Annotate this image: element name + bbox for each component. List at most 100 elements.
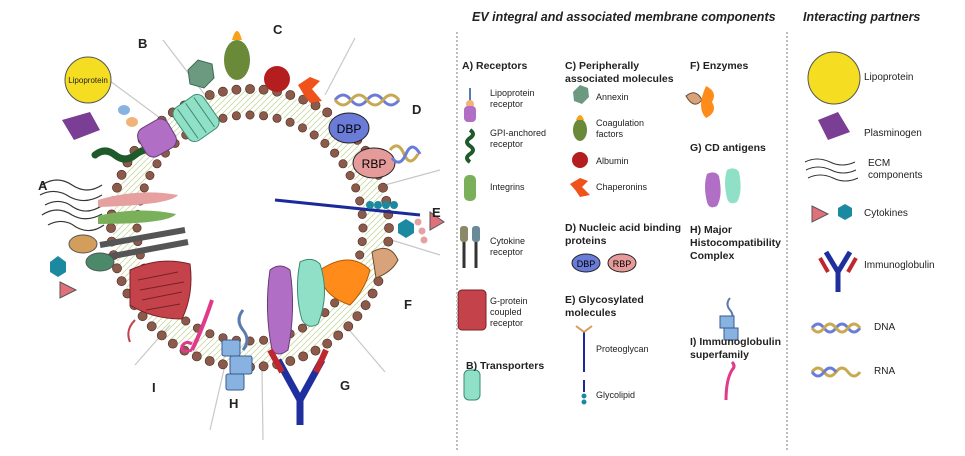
lipid-head [367, 288, 378, 299]
albumin-shape [264, 66, 290, 92]
lipid-head [378, 182, 388, 193]
enzymes-heading: F) Enzymes [690, 60, 749, 72]
lipid-head [384, 223, 394, 233]
coagulation-factor-shape [224, 40, 250, 80]
cd-antigens-heading: G) CD antigens [690, 142, 766, 154]
partner-icons [804, 51, 862, 378]
partner-item-lipoprotein: Lipoprotein [864, 72, 914, 83]
sector-label-d: D [412, 102, 422, 117]
lipid-head [217, 86, 228, 97]
peripheral-item-albumin: Albumin [596, 156, 629, 166]
lipid-head [231, 84, 242, 95]
lipid-head [330, 298, 340, 308]
lipid-head [351, 183, 361, 193]
sector-label-e: E [432, 205, 441, 220]
lipid-head [204, 90, 215, 100]
glycosylated-item-proteoglycan: Proteoglycan [596, 344, 649, 354]
sector-d-nucleic: DBP RBP [328, 93, 422, 179]
lipid-head [338, 159, 348, 169]
lipid-head [132, 223, 142, 233]
lipoprotein-particle [64, 56, 112, 104]
sector-b-transporters: Lipoprotein [64, 56, 220, 158]
lipid-head [167, 338, 178, 349]
cytokine-receptor-shaft [99, 227, 186, 248]
lipid-head [343, 321, 354, 332]
receptor-item-gpi: GPI-anchored receptor [490, 128, 547, 149]
sector-c-peripheral [187, 31, 322, 103]
nucleic-heading: D) Nucleic acid binding proteins [565, 222, 682, 247]
lipid-head [322, 338, 333, 349]
legend-dbp-label: DBP [577, 259, 596, 269]
lipid-head [355, 250, 365, 260]
lipid-head [352, 311, 363, 322]
sector-g-cd-antigens [266, 258, 329, 425]
lipid-head [258, 361, 269, 372]
lipid-head [259, 335, 269, 345]
transporters-heading: B) Transporters [466, 360, 545, 372]
lipid-head [245, 84, 255, 94]
legend-icons: DBP RBP [457, 85, 741, 405]
dbp-shape [328, 112, 370, 144]
ecm-fibers [39, 179, 105, 232]
lipid-head [345, 171, 355, 181]
legend-title: EV integral and associated membrane comp… [472, 10, 776, 24]
sector-label-a: A [38, 178, 48, 193]
cytokine-triangle [59, 281, 78, 299]
sector-label-b: B [138, 36, 148, 51]
receptor-item-integrins: Integrins [490, 182, 525, 192]
legend-divider-left [456, 32, 458, 450]
peripheral-item-annexin: Annexin [596, 92, 629, 102]
integrin-green-shape [98, 210, 176, 224]
sector-dividers [105, 37, 441, 441]
lipid-head [355, 196, 365, 206]
lipid-head [156, 330, 167, 341]
lipid-head [285, 117, 295, 127]
sector-label-i: I [152, 380, 156, 395]
enzyme-orange-shape [319, 259, 371, 306]
lipid-head [310, 345, 321, 356]
chaperonin-shape [298, 77, 322, 103]
lipoprotein-inline-label: Lipoprotein [68, 76, 108, 85]
sector-f-enzymes [319, 247, 399, 306]
lipid-head [231, 111, 241, 121]
lipid-head [285, 90, 296, 100]
cd-antigen-mint [296, 258, 325, 327]
lipid-head [358, 223, 368, 233]
cd-antigen-purple [266, 265, 294, 355]
sector-h-mhc [221, 309, 253, 391]
lipid-head [204, 356, 215, 366]
lipid-head [116, 276, 127, 287]
legend-rbp-label: RBP [613, 259, 632, 269]
annexin-shape [187, 59, 215, 89]
gpcr-shape [129, 260, 192, 320]
enzyme-tan-shape [371, 247, 399, 279]
lipid-head [357, 209, 367, 219]
mhc-heading: H) Major Histocompatibility Complex [690, 224, 782, 262]
lipid-head [360, 300, 371, 311]
dbp-inline-label: DBP [337, 122, 362, 136]
partner-item-immunoglobulin: Immunoglobulin [864, 260, 935, 271]
sector-i-igsf [180, 299, 214, 353]
lipid-head [116, 169, 127, 180]
lipid-head [258, 84, 269, 95]
sector-a-receptors [39, 112, 192, 343]
legend-divider-right [786, 32, 788, 450]
partner-item-plasminogen: Plasminogen [864, 128, 922, 139]
lipid-head [272, 113, 282, 123]
lipid-head [181, 316, 191, 326]
receptor-item-gpcr: G-protein coupled receptor [490, 296, 528, 328]
lipid-head [297, 123, 307, 133]
sector-label-g: G [340, 378, 351, 393]
lipid-head [152, 159, 162, 169]
lipid-head [145, 171, 155, 181]
lipoprotein-receptor-shape [137, 118, 177, 158]
lipid-head [320, 138, 330, 148]
partner-item-ecm: ECM components [868, 158, 923, 181]
lipid-head [285, 356, 296, 366]
lipid-head [205, 329, 215, 339]
lipid-head [245, 110, 255, 120]
integrin-pink-shape [98, 192, 178, 207]
lipid-head [373, 276, 384, 287]
lipid-head [112, 263, 122, 274]
